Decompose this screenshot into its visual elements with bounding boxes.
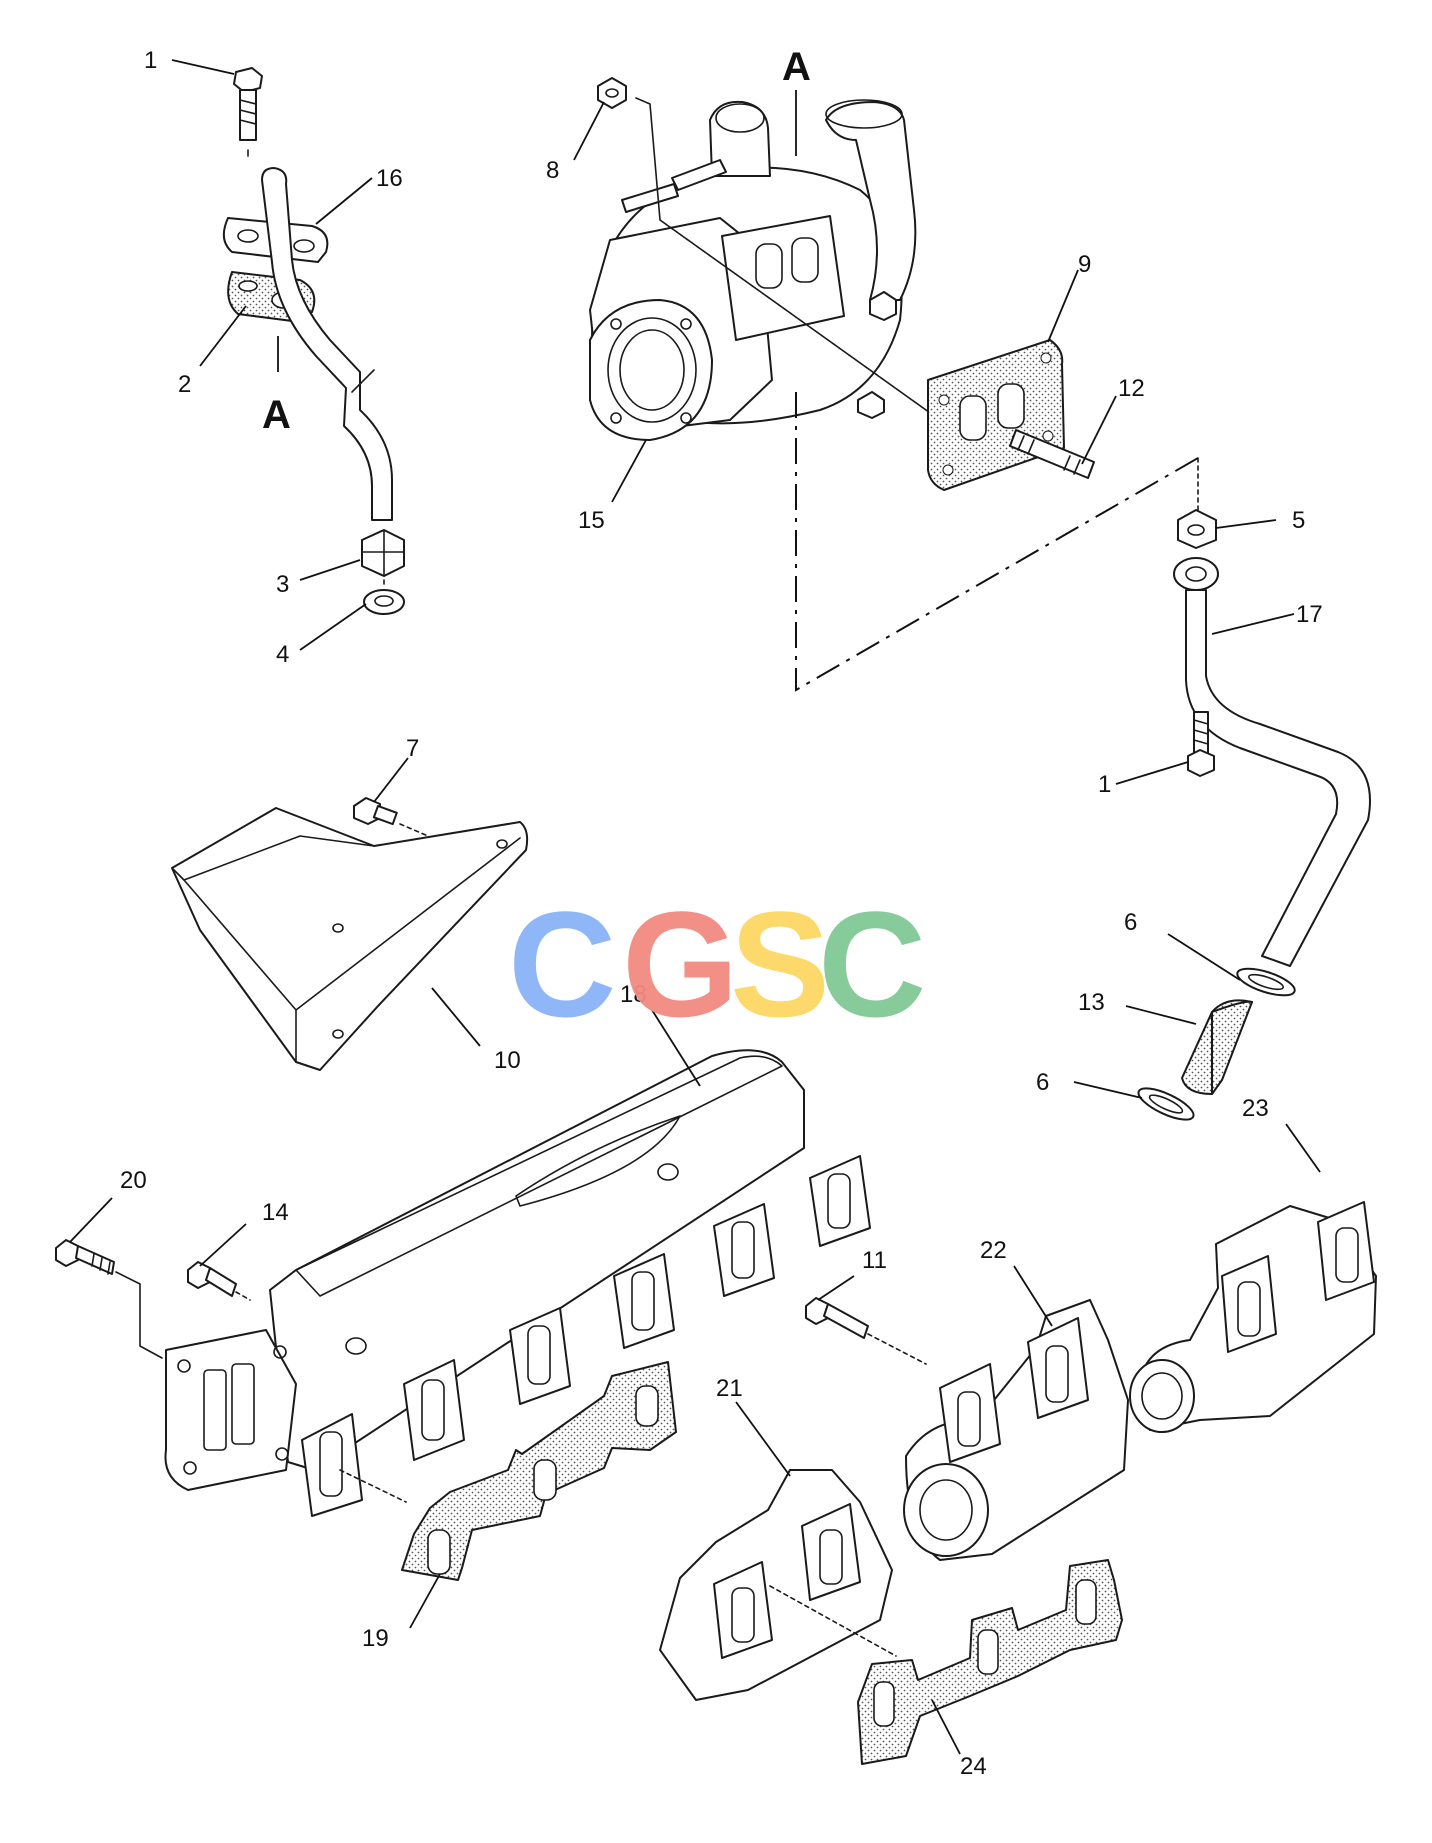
callout-15: 15 bbox=[578, 507, 605, 534]
callout-10: 10 bbox=[494, 1047, 521, 1074]
callout-3: 3 bbox=[276, 571, 289, 598]
oil-supply-tube bbox=[261, 167, 393, 521]
callout-21: 21 bbox=[716, 1375, 743, 1402]
turbocharger-part-15 bbox=[589, 99, 917, 441]
callout-1-top: 1 bbox=[144, 47, 157, 74]
view-marker-a-left: A bbox=[262, 393, 291, 437]
nut-part-5 bbox=[1177, 509, 1217, 549]
callout-labels: 1 16 2 3 4 8 15 9 12 5 17 1 7 10 6 13 6 … bbox=[120, 47, 1323, 1780]
clamp-part-6-lower bbox=[1137, 1087, 1195, 1121]
heat-shield-assembly bbox=[171, 797, 529, 1071]
logo-letter-c2: C bbox=[818, 880, 926, 1048]
callout-12: 12 bbox=[1118, 375, 1145, 402]
callout-20: 20 bbox=[120, 1167, 147, 1194]
callout-9: 9 bbox=[1078, 251, 1091, 278]
callout-19: 19 bbox=[362, 1625, 389, 1652]
callout-2: 2 bbox=[178, 371, 191, 398]
callout-6-lower: 6 bbox=[1036, 1069, 1049, 1096]
view-markers: A A bbox=[262, 45, 811, 437]
logo-letter-g: G bbox=[622, 880, 739, 1048]
nut-part-3 bbox=[361, 529, 405, 577]
callout-1-right: 1 bbox=[1098, 771, 1111, 798]
tube-fitting-flare bbox=[1173, 557, 1219, 591]
view-marker-a-top: A bbox=[782, 45, 811, 89]
cgsc-watermark-logo: C G S C bbox=[508, 880, 926, 1048]
stud-part-12 bbox=[1009, 429, 1095, 479]
bolt-part-1-right bbox=[1187, 711, 1215, 777]
callout-22: 22 bbox=[980, 1237, 1007, 1264]
exhaust-manifold-part-18 bbox=[164, 1049, 871, 1517]
leader-lines bbox=[69, 59, 1321, 1755]
callout-23: 23 bbox=[1242, 1095, 1269, 1122]
manifold-ports bbox=[301, 1155, 871, 1517]
bolt-part-20 bbox=[55, 1239, 115, 1275]
oil-supply-tube-assembly bbox=[222, 67, 405, 615]
bolt-part-14 bbox=[187, 1261, 237, 1297]
connection-line-turbo-to-drain bbox=[795, 392, 1199, 692]
callout-6-upper: 6 bbox=[1124, 909, 1137, 936]
manifold-section-part-21 bbox=[659, 1469, 893, 1701]
oil-drain-tube-assembly bbox=[1137, 457, 1371, 1121]
clamp-part-6-upper bbox=[1236, 967, 1296, 997]
bolt-part-11 bbox=[805, 1297, 869, 1339]
manifold-section-part-23 bbox=[1129, 1201, 1377, 1433]
manifold-section-part-22 bbox=[903, 1299, 1129, 1561]
callout-7: 7 bbox=[406, 735, 419, 762]
manifold-outlet-flange bbox=[164, 1329, 297, 1491]
nut-part-8 bbox=[597, 77, 627, 109]
callout-16: 16 bbox=[376, 165, 403, 192]
callout-17: 17 bbox=[1296, 601, 1323, 628]
callout-14: 14 bbox=[262, 1199, 289, 1226]
callout-11: 11 bbox=[862, 1247, 887, 1274]
callout-18: 18 bbox=[620, 981, 647, 1008]
gasket-part-24 bbox=[857, 1559, 1123, 1765]
bolt-part-7 bbox=[353, 797, 398, 826]
washer-part-4 bbox=[363, 589, 405, 615]
gasket-part-19 bbox=[401, 1361, 677, 1581]
hose-part-13 bbox=[1181, 999, 1253, 1095]
callout-4: 4 bbox=[276, 641, 289, 668]
gasket-part-9 bbox=[927, 339, 1065, 491]
callout-8: 8 bbox=[546, 157, 559, 184]
logo-letter-c1: C bbox=[508, 880, 616, 1048]
logo-letter-s: S bbox=[730, 880, 830, 1048]
callout-5: 5 bbox=[1292, 507, 1305, 534]
heat-shield-part-10 bbox=[171, 807, 529, 1071]
callout-24: 24 bbox=[960, 1753, 987, 1780]
callout-13: 13 bbox=[1078, 989, 1105, 1016]
oil-drain-tube-part-17 bbox=[1185, 589, 1371, 967]
bolt-part-1-top bbox=[233, 67, 263, 141]
